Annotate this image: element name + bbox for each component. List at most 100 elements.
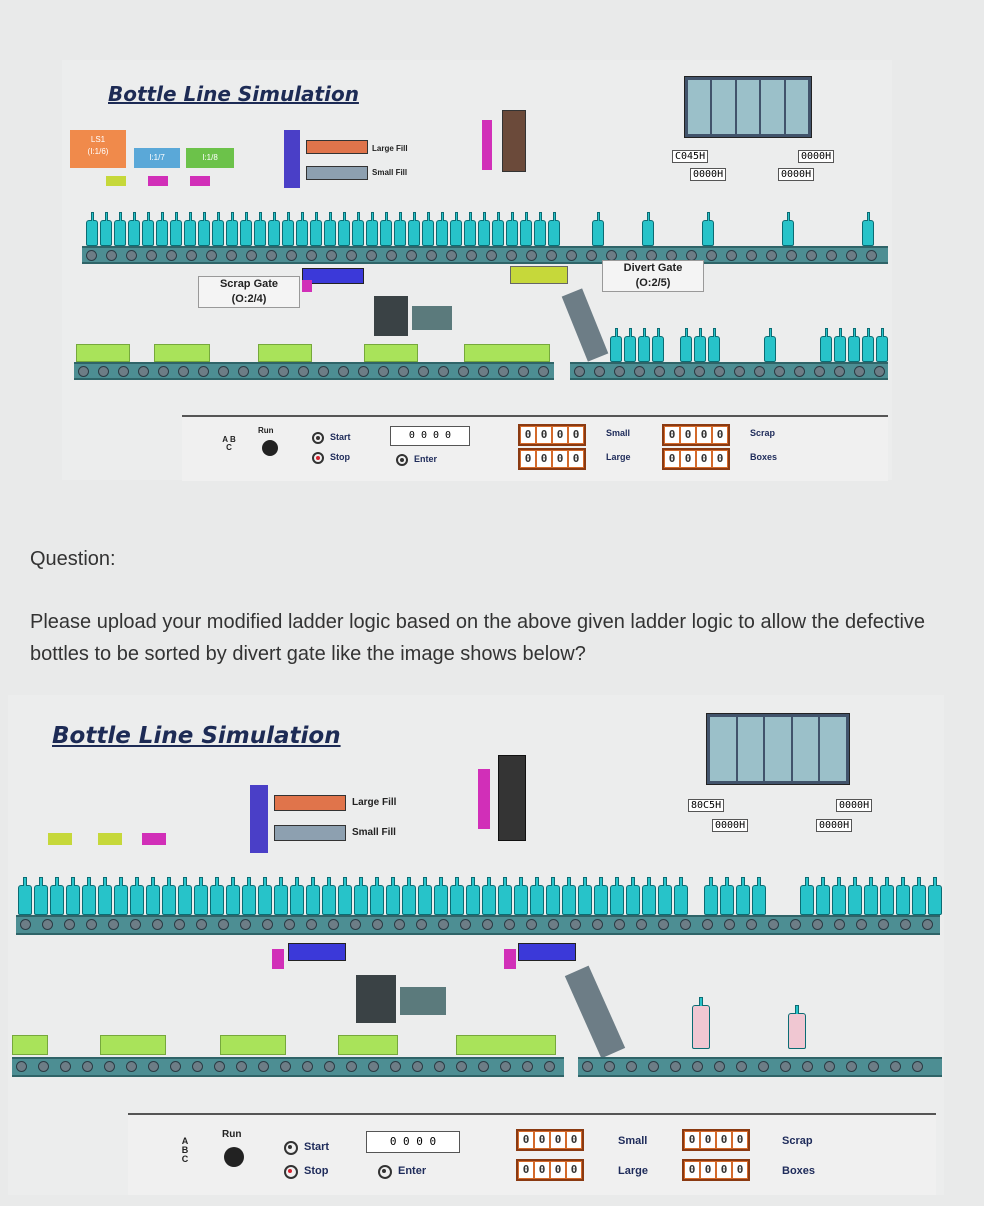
conveyor-roller-icon — [246, 250, 257, 261]
conveyor-roller-icon — [286, 250, 297, 261]
counter-digit: 0 — [733, 1132, 747, 1148]
conveyor-roller-icon — [78, 366, 89, 377]
conveyor-roller-icon — [824, 1061, 835, 1072]
bottle — [184, 212, 196, 246]
counter-digit: 0 — [685, 1132, 699, 1148]
enter-label: Enter — [414, 454, 438, 464]
bottle — [578, 877, 592, 915]
input-tag-ls1: LS1 (I:1/6) — [70, 130, 126, 168]
conveyor-roller-icon — [118, 366, 129, 377]
counter-digit: 0 — [701, 1132, 715, 1148]
bottle — [114, 877, 128, 915]
conveyor-roller-icon — [106, 250, 117, 261]
bottle — [848, 877, 862, 915]
bottle — [354, 877, 368, 915]
start-radio[interactable] — [312, 432, 324, 444]
conveyor-roller-icon — [346, 1061, 357, 1072]
bottle — [816, 877, 830, 915]
box-loader-icon — [374, 296, 408, 336]
bottle — [394, 212, 406, 246]
conveyor-roller-icon — [868, 1061, 879, 1072]
conveyor-roller-icon — [258, 1061, 269, 1072]
conveyor-roller-icon — [734, 366, 745, 377]
hex-value-top-right: 0000H — [836, 799, 873, 812]
box — [100, 1035, 166, 1055]
abc-selector-label[interactable]: A B C — [181, 1136, 189, 1164]
bottle — [752, 877, 766, 915]
bottle — [478, 212, 490, 246]
conveyor-roller-icon — [82, 1061, 93, 1072]
conveyor-roller-icon — [42, 919, 53, 930]
conveyor-roller-icon — [714, 366, 725, 377]
bottle — [240, 212, 252, 246]
filler-arm-icon — [306, 140, 368, 154]
bottle — [506, 212, 518, 246]
defective-bottle — [788, 1005, 806, 1049]
conveyor-roller-icon — [418, 366, 429, 377]
conveyor-roller-icon — [878, 919, 889, 930]
conveyor-roller-icon — [158, 366, 169, 377]
start-radio[interactable] — [284, 1141, 298, 1155]
boxes-label: Boxes — [750, 452, 778, 462]
stop-radio[interactable] — [284, 1165, 298, 1179]
run-indicator-icon — [262, 440, 278, 456]
run-label: Run — [258, 426, 274, 435]
counter-digit: 0 — [537, 451, 551, 467]
abc-selector-label[interactable]: A B C — [222, 435, 236, 452]
filler-machine-icon — [250, 785, 268, 853]
conveyor-roller-icon — [758, 1061, 769, 1072]
bottle — [708, 328, 720, 362]
bottle — [800, 877, 814, 915]
bottle — [520, 212, 532, 246]
bottle — [66, 877, 80, 915]
box — [12, 1035, 48, 1055]
bottom-simulation-panel: Bottle Line Simulation Large Fill Small … — [8, 695, 944, 1195]
enter-radio[interactable] — [378, 1165, 392, 1179]
stop-radio[interactable] — [312, 452, 324, 464]
conveyor-roller-icon — [592, 919, 603, 930]
bottle — [912, 877, 926, 915]
counter-digit: 0 — [535, 1132, 549, 1148]
conveyor-roller-icon — [284, 919, 295, 930]
lower-conveyor — [12, 1057, 564, 1077]
sensor-icon — [142, 833, 166, 845]
bottle — [548, 212, 560, 246]
conveyor-roller-icon — [774, 366, 785, 377]
hex-value-top-right: 0000H — [798, 150, 835, 163]
counter-digit: 0 — [521, 427, 535, 443]
bottle — [834, 328, 846, 362]
question-body: Please upload your modified ladder logic… — [30, 611, 926, 665]
bottle — [674, 877, 688, 915]
thumbwheel-input[interactable]: 0 0 0 0 — [366, 1131, 460, 1153]
conveyor-roller-icon — [20, 919, 31, 930]
conveyor-roller-icon — [98, 366, 109, 377]
conveyor-roller-icon — [648, 1061, 659, 1072]
start-label: Start — [304, 1141, 330, 1153]
bottle — [258, 877, 272, 915]
bottle — [322, 877, 336, 915]
bottle — [226, 877, 240, 915]
bottle — [34, 877, 48, 915]
conveyor-roller-icon — [318, 366, 329, 377]
bottle — [450, 212, 462, 246]
conveyor-roller-icon — [298, 366, 309, 377]
bottle — [464, 212, 476, 246]
conveyor-roller-icon — [912, 1061, 923, 1072]
bottle — [626, 877, 640, 915]
conveyor-roller-icon — [218, 366, 229, 377]
bottle — [422, 212, 434, 246]
conveyor-roller-icon — [526, 250, 537, 261]
bottle — [338, 877, 352, 915]
hex-value-bottom-left: 0000H — [690, 168, 727, 181]
thumbwheel-input[interactable]: 0 0 0 0 — [390, 426, 470, 446]
divert-conveyor — [570, 362, 888, 380]
enter-radio[interactable] — [396, 454, 408, 466]
conveyor-roller-icon — [368, 1061, 379, 1072]
bottle — [862, 328, 874, 362]
counter-digit: 0 — [685, 1162, 699, 1178]
conveyor-roller-icon — [566, 250, 577, 261]
bottle — [162, 877, 176, 915]
conveyor-roller-icon — [574, 366, 585, 377]
conveyor-roller-icon — [806, 250, 817, 261]
